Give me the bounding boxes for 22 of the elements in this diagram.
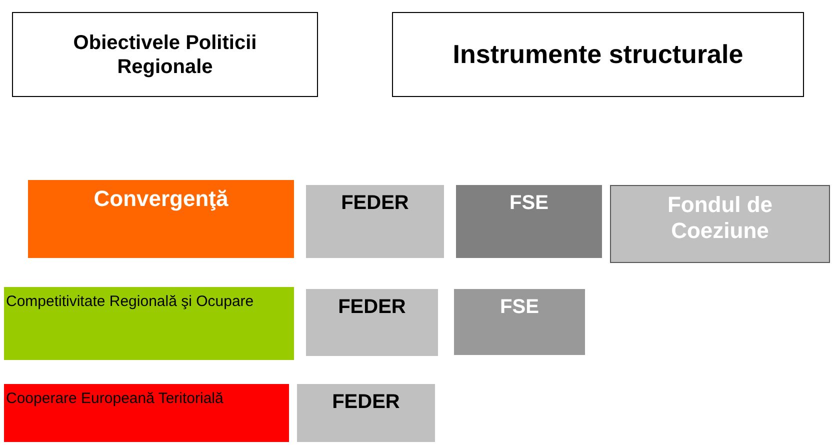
node-label: FEDER: [331, 390, 401, 414]
instrument-box: [306, 185, 444, 258]
node-label: Obiectivele Politicii Regionale: [72, 30, 258, 78]
node-label: Cooperare Europeană Teritorială: [6, 390, 224, 408]
node-label: FSE: [499, 295, 540, 319]
heading-box: [12, 12, 318, 97]
node-label: Competitivitate Regională şi Ocupare: [6, 293, 255, 311]
node-label: Instrumente structurale: [452, 38, 744, 70]
node-label: FEDER: [337, 295, 407, 319]
instrument-box: [306, 289, 438, 356]
heading-box: [392, 12, 804, 97]
objective-box: [28, 180, 294, 258]
objective-box: [4, 287, 294, 360]
node-label: Convergenţă: [92, 186, 230, 212]
node-label: FEDER: [340, 191, 410, 215]
node-label: Fondul de Coeziune: [666, 192, 774, 245]
node-label: FSE: [508, 191, 550, 215]
instrument-box: [454, 289, 585, 355]
instrument-box: [297, 384, 435, 442]
instrument-box: [456, 185, 602, 258]
instrument-box: [610, 185, 830, 263]
objective-box: [4, 384, 289, 442]
